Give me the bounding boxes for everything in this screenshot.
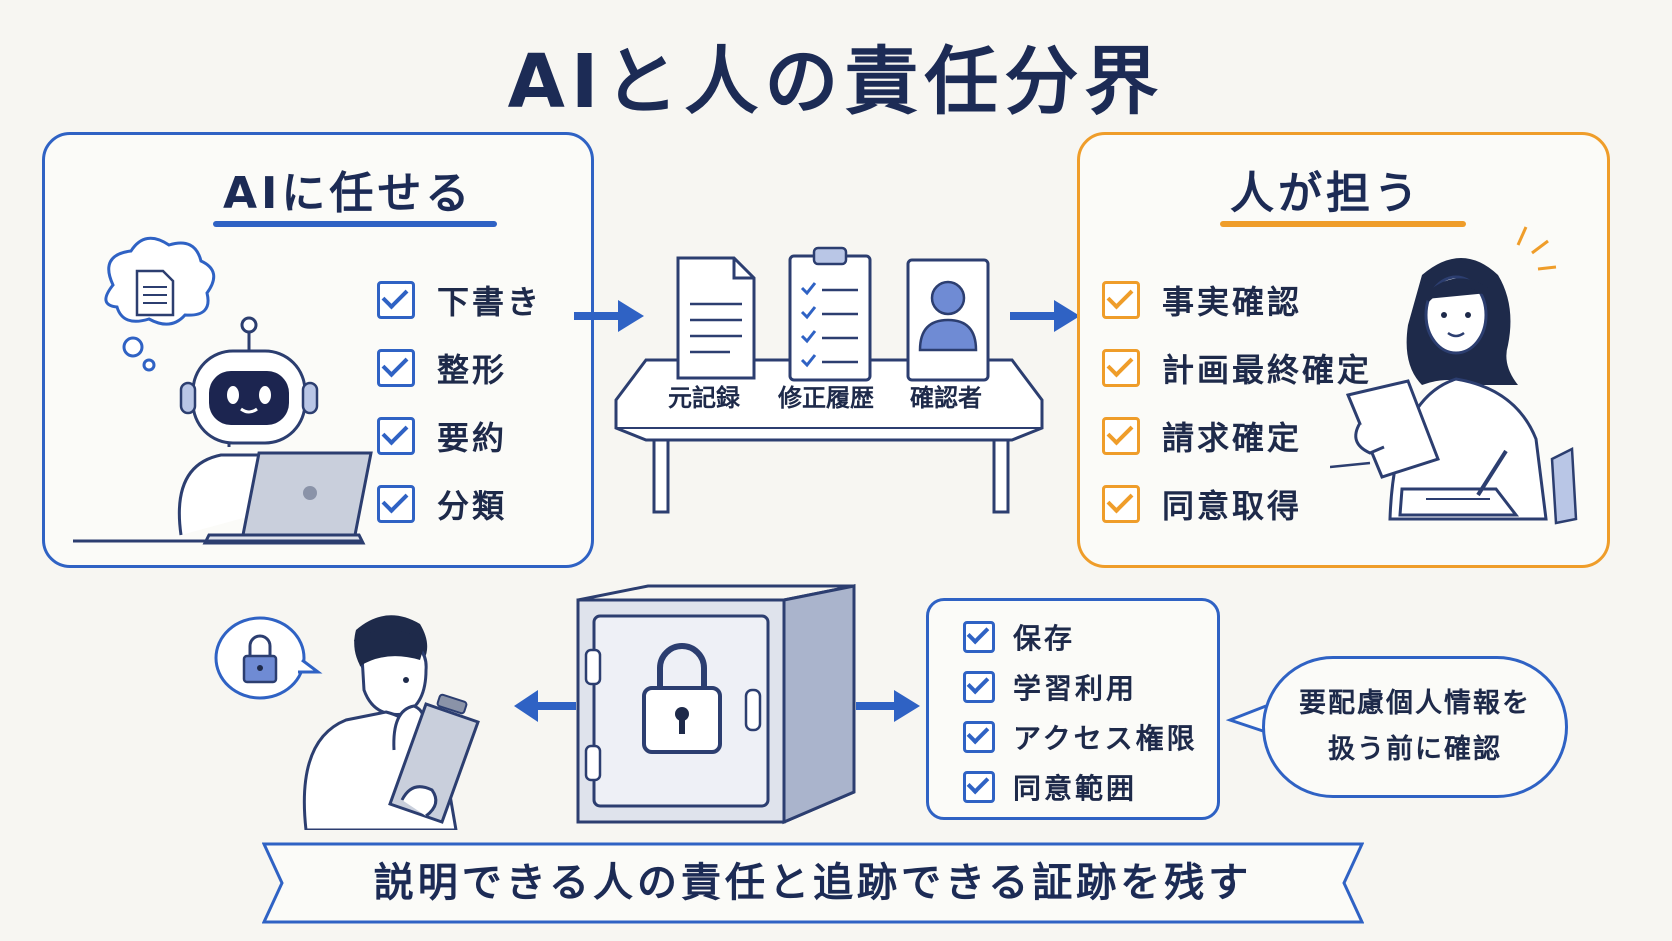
ai-item-label: 要約 xyxy=(437,419,508,457)
ai-item-format: 整形 xyxy=(377,345,507,391)
human-item-plan-final: 計画最終確定 xyxy=(1102,345,1372,391)
thought-bubble-icon xyxy=(104,236,216,372)
ai-panel-title: AIに任せる xyxy=(223,168,474,219)
document-icon xyxy=(135,269,175,317)
ai-item-label: 下書き xyxy=(437,283,543,321)
storage-item-access: アクセス権限 xyxy=(963,717,1198,757)
checkbox-icon xyxy=(963,721,995,753)
ai-title-underline xyxy=(213,221,497,227)
ai-item-label: 分類 xyxy=(437,487,508,525)
checkbox-icon xyxy=(1102,417,1140,455)
human-item-fact-check: 事実確認 xyxy=(1102,277,1302,323)
banner-text: 説明できる人の責任と追跡できる証跡を残す xyxy=(373,860,1253,906)
human-item-label: 事実確認 xyxy=(1162,283,1303,321)
document-icon xyxy=(676,256,756,380)
checkbox-icon xyxy=(963,771,995,803)
storage-item-label: アクセス権限 xyxy=(1013,722,1198,755)
human-item-label: 同意取得 xyxy=(1162,487,1303,525)
records-label-history: 修正履歴 xyxy=(777,384,874,412)
ai-panel: AIに任せる xyxy=(42,132,594,568)
lock-speech-bubble xyxy=(214,616,323,700)
ai-item-draft: 下書き xyxy=(377,277,542,323)
records-label-reviewer: 確認者 xyxy=(910,384,982,412)
checkbox-icon xyxy=(1102,349,1140,387)
storage-item-consent-scope: 同意範囲 xyxy=(963,767,1137,807)
woman-illustration xyxy=(1330,226,1578,525)
storage-item-save: 保存 xyxy=(963,617,1075,657)
storage-item-label: 同意範囲 xyxy=(1013,772,1138,805)
checkbox-icon xyxy=(377,417,415,455)
human-item-billing: 請求確定 xyxy=(1102,413,1302,459)
human-title-underline xyxy=(1220,221,1466,227)
arrow-right-icon xyxy=(574,300,644,332)
man-illustration xyxy=(214,615,480,830)
safe-icon xyxy=(576,584,856,825)
person-card-icon xyxy=(906,258,990,382)
storage-item-label: 保存 xyxy=(1013,622,1076,655)
storage-checklist: 保存 学習利用 アクセス権限 同意範囲 xyxy=(926,598,1220,820)
robot-illustration xyxy=(73,236,373,545)
ai-item-summary: 要約 xyxy=(377,413,507,459)
caution-speech-bubble: 要配慮個人情報を 扱う前に確認 xyxy=(1262,656,1568,798)
ai-item-classify: 分類 xyxy=(377,481,507,527)
speech-tail xyxy=(1226,704,1267,734)
checkbox-icon xyxy=(963,671,995,703)
ai-item-label: 整形 xyxy=(437,351,508,389)
speech-line-1: 要配慮個人情報を xyxy=(1299,688,1531,719)
summary-banner: 説明できる人の責任と追跡できる証跡を残す xyxy=(262,842,1364,924)
arrow-right-icon xyxy=(856,690,920,722)
checkbox-icon xyxy=(1102,485,1140,523)
checkbox-icon xyxy=(1102,281,1140,319)
records-table: 元記録 修正履歴 確認者 xyxy=(614,246,1044,514)
human-item-label: 請求確定 xyxy=(1162,419,1303,457)
human-panel: 人が担う 事実確認 計画最終確定 請求確定 同意取得 xyxy=(1077,132,1610,568)
checkbox-icon xyxy=(963,621,995,653)
speech-line-2: 扱う前に確認 xyxy=(1328,734,1502,765)
checkbox-icon xyxy=(377,349,415,387)
padlock-icon xyxy=(242,634,278,684)
page-title: AIと人の責任分界 xyxy=(507,39,1165,125)
human-item-consent: 同意取得 xyxy=(1102,481,1302,527)
storage-item-label: 学習利用 xyxy=(1013,672,1138,705)
checklist-icon xyxy=(788,246,872,382)
human-panel-title: 人が担う xyxy=(1230,168,1422,219)
padlock-icon xyxy=(642,643,722,754)
checkbox-icon xyxy=(377,281,415,319)
banner-ribbon xyxy=(262,842,1364,924)
human-item-label: 計画最終確定 xyxy=(1162,351,1373,389)
arrow-right-icon xyxy=(1010,300,1080,332)
storage-item-training: 学習利用 xyxy=(963,667,1137,707)
arrow-left-icon xyxy=(514,690,576,722)
records-label-original: 元記録 xyxy=(668,384,741,412)
checkbox-icon xyxy=(377,485,415,523)
